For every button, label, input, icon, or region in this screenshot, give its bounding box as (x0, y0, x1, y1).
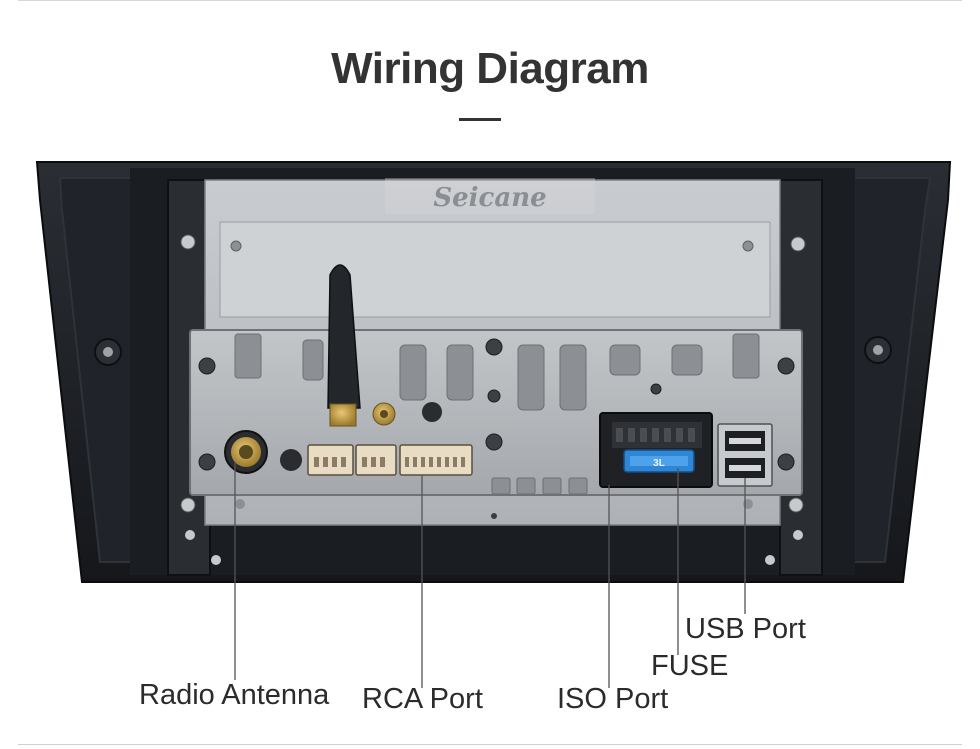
label-fuse: FUSE (651, 650, 729, 682)
top-divider (18, 0, 962, 1)
radio-antenna-connector (224, 430, 268, 474)
bottom-divider (18, 744, 962, 745)
label-iso-port: ISO Port (557, 683, 669, 715)
page-title: Wiring Diagram (331, 44, 649, 93)
fuse: 3L (623, 449, 695, 473)
title-underline (459, 118, 501, 121)
label-radio-antenna: Radio Antenna (139, 679, 330, 711)
leader-lines (234, 462, 746, 688)
label-usb-port: USB Port (685, 613, 806, 645)
rca-connectors (307, 444, 473, 476)
label-rca-port: RCA Port (362, 683, 483, 715)
brand-logo: Seicane (433, 183, 546, 213)
fuse-rating: 3L (653, 458, 665, 469)
brand-plate: Seicane (385, 178, 595, 214)
wifi-antenna (327, 264, 396, 427)
usb-connectors (717, 423, 773, 487)
